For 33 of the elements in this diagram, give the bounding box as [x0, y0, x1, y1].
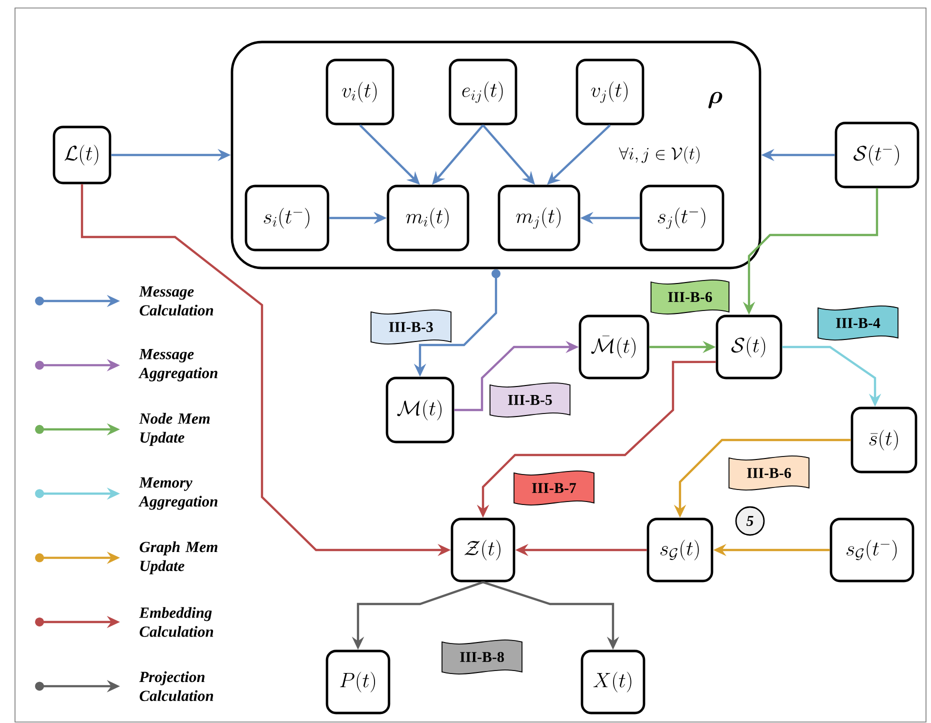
legend-label: Embedding Calculation — [139, 607, 214, 637]
formula-box: $v_i(t)$ — [326, 58, 394, 126]
formula-box: $P(t)$ — [326, 650, 390, 714]
section-tag: III-B-7 — [514, 470, 594, 506]
formula-box: $\mathcal{S}(t^{-})$ — [834, 122, 920, 188]
formula-box: $s_j(t^{-})$ — [640, 184, 724, 252]
legend-label: Graph Mem Update — [140, 541, 218, 574]
formula-box: $\mathcal{Z}(t)$ — [450, 518, 516, 582]
formula-box: $e_{ij}(t)$ — [448, 58, 518, 126]
section-tag: III-B-5 — [490, 382, 570, 418]
formula-box: $m_i(t)$ — [386, 184, 470, 252]
formula-box: $s_i(t^{-})$ — [244, 184, 330, 252]
legend-label: Memory Aggregation — [138, 477, 218, 510]
section-tag: III-B-8 — [442, 640, 522, 674]
section-tag: III-B-6 — [650, 280, 730, 314]
formula-box: $X(t)$ — [580, 650, 646, 714]
formula-box: $\bar{s}(t)$ — [850, 406, 918, 474]
formula-box: $\bar{\mathcal{M}}(t)$ — [578, 314, 650, 380]
step-number: 5 — [735, 506, 765, 536]
formula-box: $m_j(t)$ — [498, 184, 580, 252]
formula-box: $\mathcal{L}(t)$ — [52, 126, 112, 184]
formula-box: $s_{\mathcal{G}}(t)$ — [646, 518, 714, 582]
formula-box: $\mathcal{S}(t)$ — [716, 314, 782, 380]
formula-box: $\mathcal{M}(t)$ — [386, 376, 454, 444]
legend-label: Projection Calculation — [139, 671, 214, 702]
section-tag: III-B-6 — [728, 456, 810, 490]
formula-box: $v_j(t)$ — [576, 58, 644, 126]
section-tag: III-B-3 — [370, 310, 452, 344]
legend-label: Node Mem Update — [139, 412, 210, 446]
legend-label: Message Calculation — [139, 286, 214, 316]
formula-box: $s_{\mathcal{G}}(t^{-})$ — [830, 518, 914, 582]
section-tag: III-B-4 — [818, 306, 898, 340]
legend-label: Message Aggregation — [138, 349, 218, 382]
